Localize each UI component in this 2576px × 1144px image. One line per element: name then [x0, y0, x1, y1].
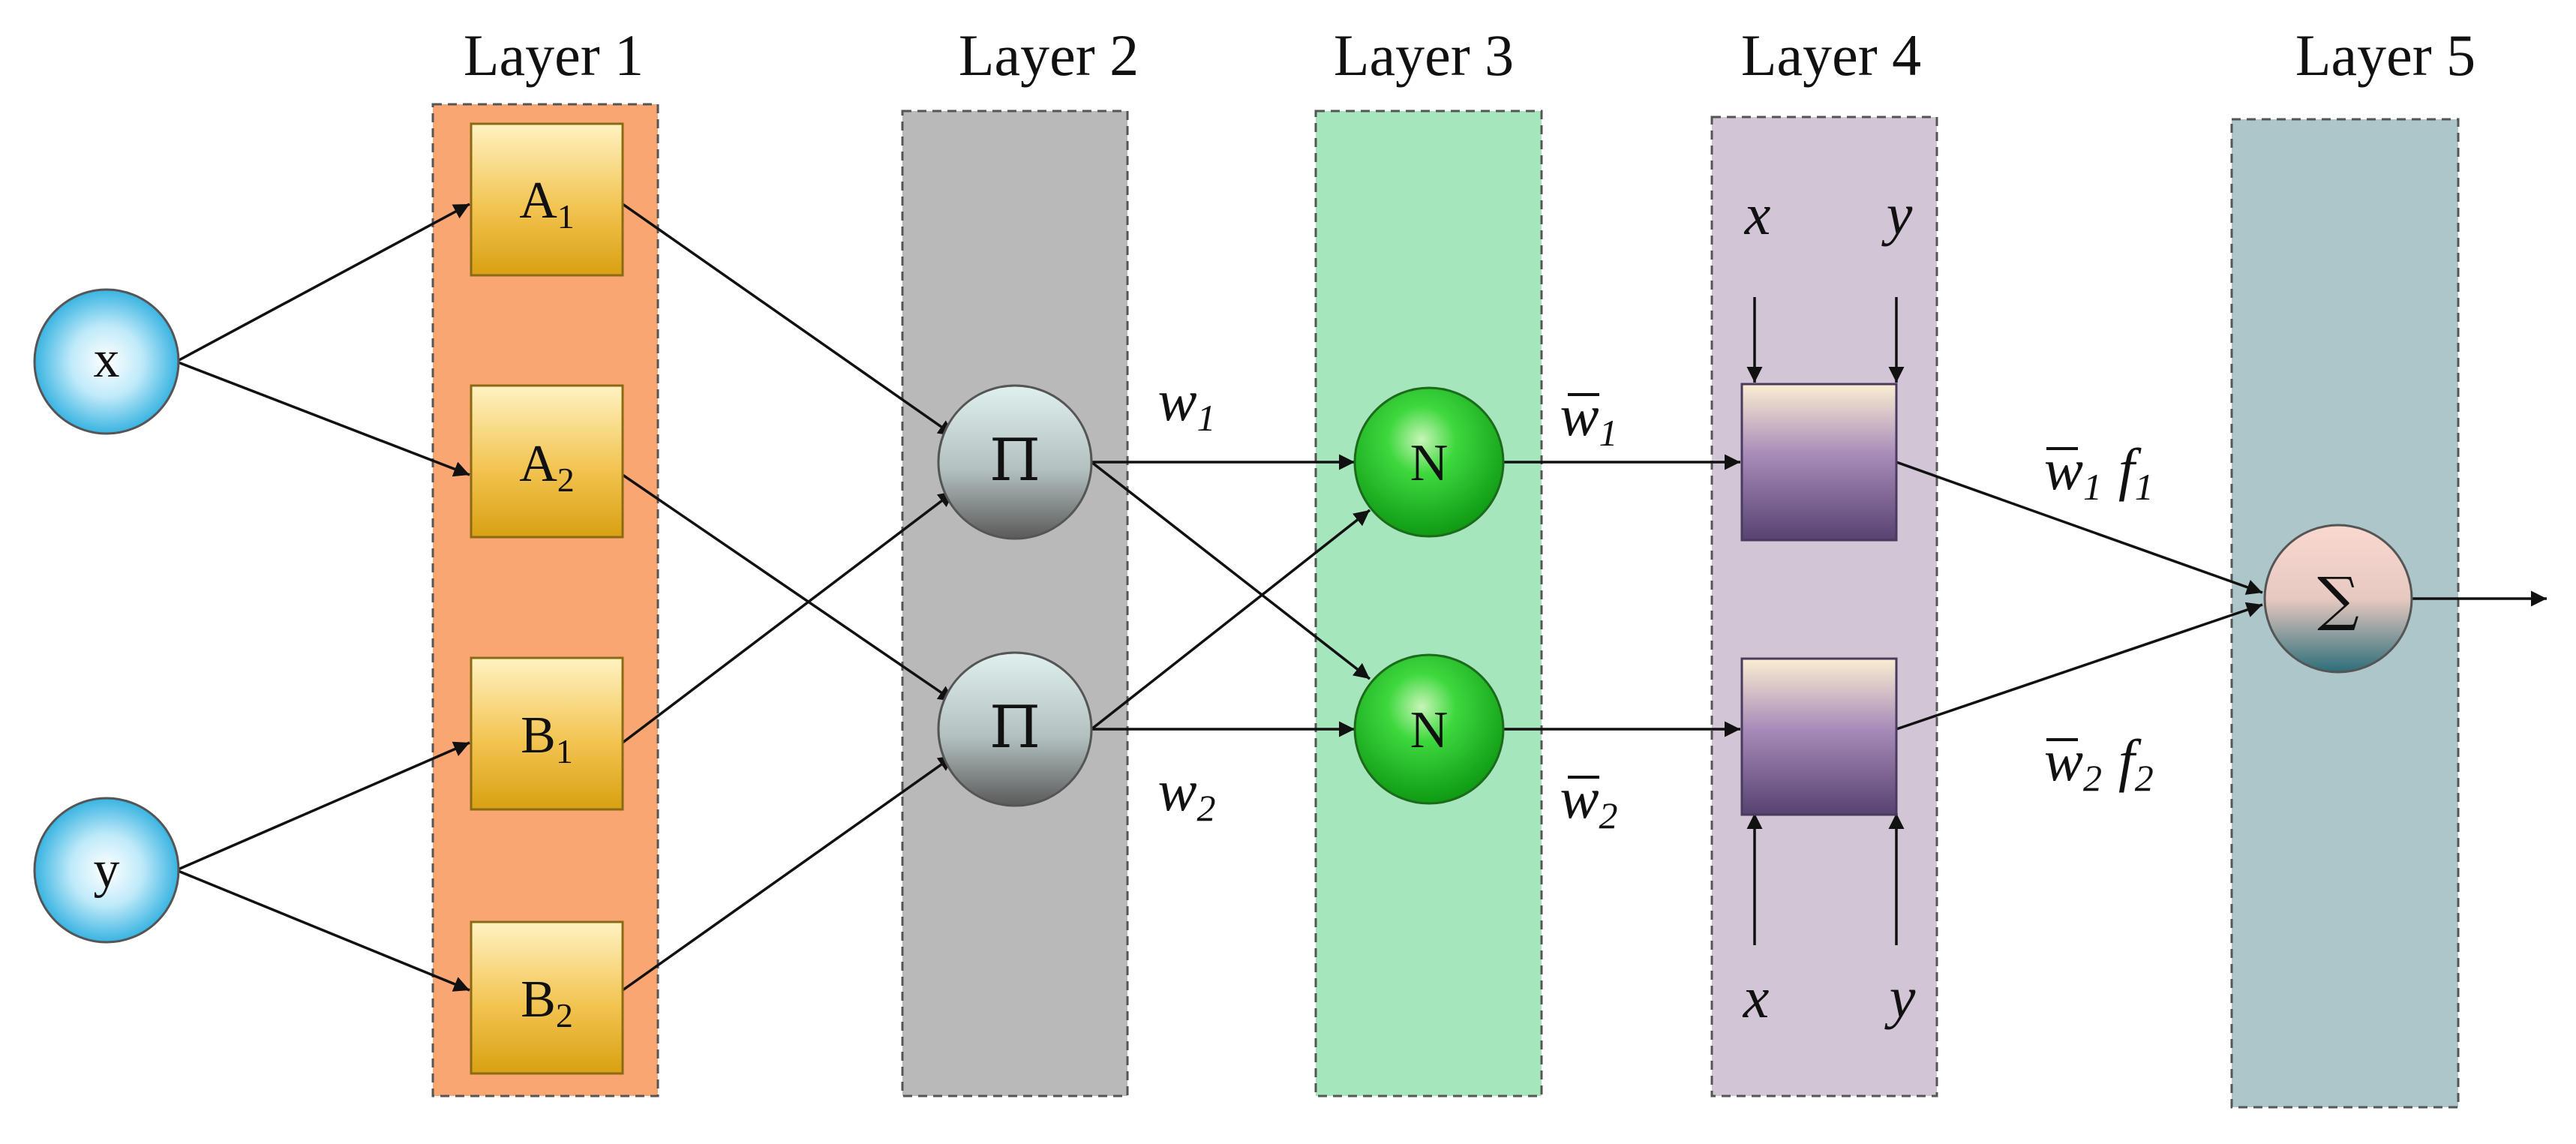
layer-4-title: Layer 4: [1741, 23, 1921, 88]
layer-1-title: Layer 1: [464, 23, 644, 88]
a1-sub: 1: [557, 197, 575, 236]
svg-text:w2: w2: [1157, 758, 1215, 829]
a1-base: A: [519, 172, 557, 230]
norm-weight-2-label: w2: [1560, 765, 1617, 836]
cons2-y-label: y: [1884, 965, 1916, 1030]
rule-node-2: Π: [937, 651, 1093, 807]
input-y-label: y: [94, 841, 120, 899]
norm-2-symbol: N: [1410, 701, 1449, 759]
out1-wsub: 1: [2083, 466, 2102, 508]
edge-x-a1: [176, 203, 470, 363]
svg-text:B1: B1: [521, 707, 573, 770]
nw2-sub: 2: [1599, 794, 1618, 836]
svg-text:B2: B2: [521, 971, 573, 1034]
svg-text:w1: w1: [1560, 383, 1617, 454]
w2-sub: 2: [1197, 787, 1216, 829]
sum-symbol: ∑: [2317, 566, 2359, 633]
svg-text:A2: A2: [519, 435, 575, 499]
b1-base: B: [521, 707, 556, 764]
a2-sub: 2: [557, 461, 575, 499]
w1-sub: 1: [1197, 397, 1216, 439]
nw1-base: w: [1560, 383, 1599, 448]
out1-w: w: [2044, 437, 2083, 502]
layer-3-panel: [1314, 110, 1543, 1097]
edge-cons1-sum: [1896, 461, 2263, 595]
layer-2-panel: [901, 110, 1129, 1097]
rule-2-symbol: Π: [989, 694, 1040, 761]
rule-1-symbol: Π: [989, 427, 1040, 494]
edge-cons2-sum: [1896, 602, 2263, 731]
w2-base: w: [1157, 758, 1196, 823]
cons1-x-label: x: [1744, 182, 1771, 247]
edge-y-b2: [176, 869, 470, 992]
membership-a1: A1: [470, 122, 624, 277]
membership-b1: B1: [470, 656, 624, 811]
edge-a1-rule1: [621, 203, 956, 437]
edge-y-b1: [176, 741, 470, 872]
cons2-x-label: x: [1743, 965, 1770, 1030]
a2-base: A: [519, 435, 557, 493]
norm-node-2: N: [1353, 653, 1505, 805]
consequent-box-1: [1740, 383, 1898, 542]
b2-base: B: [521, 971, 556, 1028]
svg-text:w1: w1: [1157, 368, 1215, 439]
edge-a2-rule2: [622, 473, 955, 703]
membership-b2: B2: [470, 920, 624, 1075]
layer-4-panel: [1710, 116, 1938, 1097]
out1-fsub: 1: [2135, 466, 2154, 508]
svg-text:w2: w2: [1560, 765, 1617, 836]
cons1-y-label: y: [1881, 182, 1913, 247]
sum-node: ∑: [2263, 524, 2413, 674]
rule-node-1: Π: [937, 384, 1093, 540]
b1-sub: 1: [556, 732, 573, 770]
b2-sub: 2: [556, 996, 573, 1034]
input-node-y: y: [33, 797, 180, 944]
edge-rule1-norm2: [1090, 461, 1371, 680]
edge-b1-rule1: [621, 490, 956, 744]
w1-base: w: [1157, 368, 1196, 433]
edge-x-a2: [176, 360, 470, 477]
edge-b2-rule2: [621, 754, 956, 992]
edge-rule2-norm1: [1090, 509, 1371, 731]
out2-wsub: 2: [2083, 757, 2102, 799]
layer-5-title: Layer 5: [2295, 23, 2475, 88]
out2-fsub: 2: [2135, 757, 2154, 799]
consequent-box-2: [1740, 657, 1898, 816]
out2-w: w: [2044, 728, 2083, 793]
norm-1-symbol: N: [1410, 434, 1449, 492]
norm-node-1: N: [1353, 386, 1505, 538]
membership-a2: A2: [470, 384, 624, 539]
input-node-x: x: [33, 288, 180, 435]
norm-weight-1-label: w1: [1560, 383, 1617, 454]
layer-2-title: Layer 2: [959, 23, 1139, 88]
svg-text:A1: A1: [519, 172, 575, 236]
input-x-label: x: [94, 331, 120, 389]
nw1-sub: 1: [1599, 412, 1618, 454]
layer-3-title: Layer 3: [1334, 23, 1514, 88]
nw2-base: w: [1560, 765, 1599, 830]
